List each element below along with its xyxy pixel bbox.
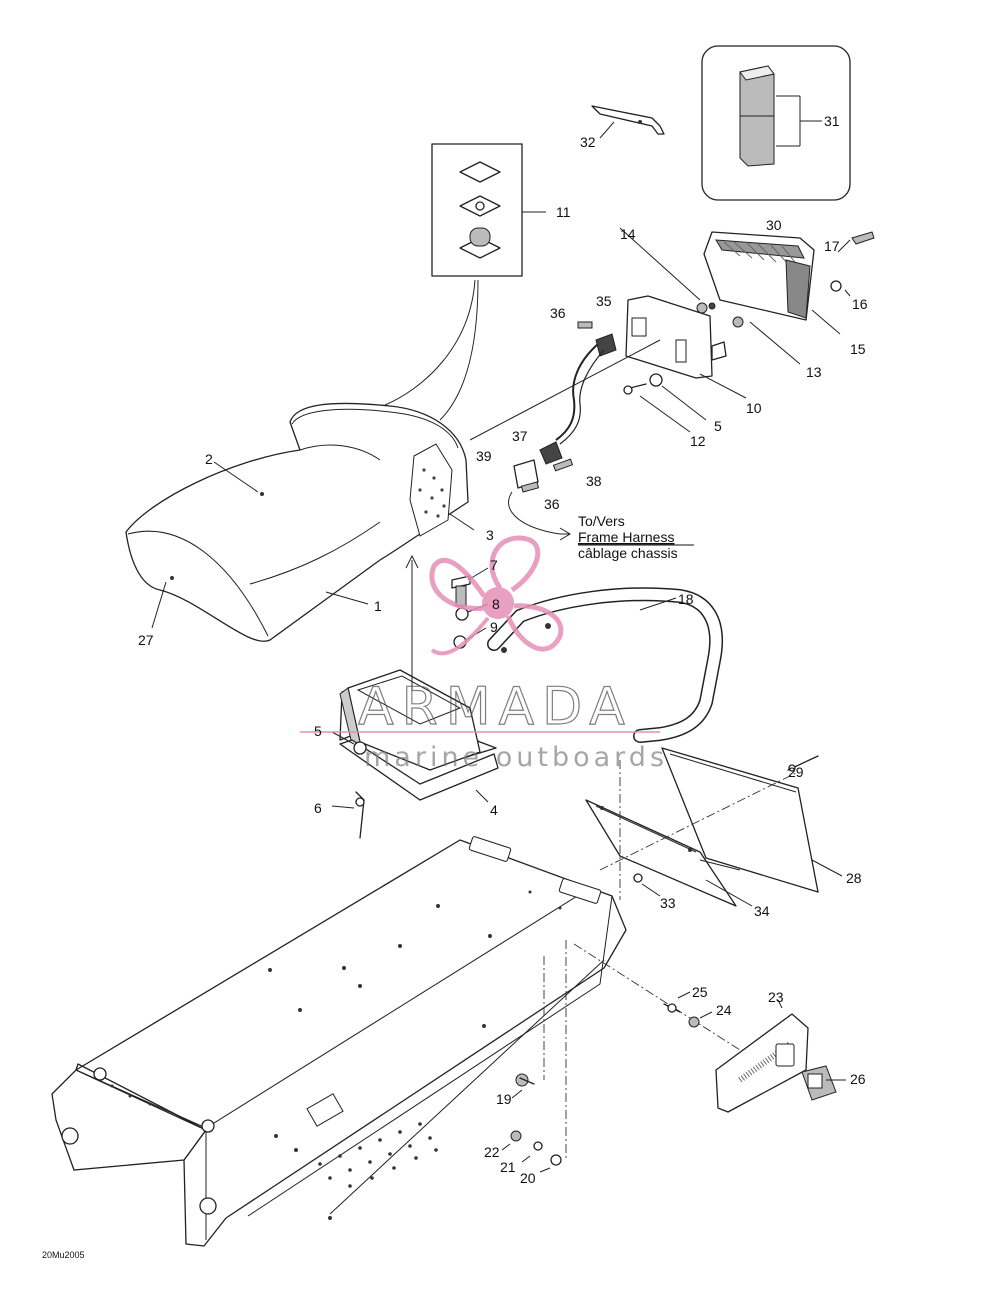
callout-15: 15: [850, 341, 866, 357]
tunnel-frame: [51, 836, 741, 1247]
callout-35: 35: [596, 293, 612, 309]
callout-8: 8: [492, 596, 500, 612]
tray-4: [331, 554, 499, 839]
callout-29: 29: [788, 764, 804, 780]
callout-13: 13: [806, 364, 822, 380]
taillight-assembly: [469, 227, 875, 441]
harness-note-line2: Frame Harness: [578, 529, 674, 545]
wiring-harness: [508, 321, 617, 541]
callout-26: 26: [850, 1071, 866, 1087]
strap-32: [591, 105, 665, 139]
drawing-code: 20Mu2005: [42, 1250, 85, 1260]
callout-31: 31: [824, 113, 840, 129]
callout-12: 12: [690, 433, 706, 449]
watermark-brand: ARMADA: [358, 677, 633, 737]
watermark-tagline: marine outboards: [364, 742, 668, 773]
callout-22: 22: [484, 1144, 500, 1160]
callout-labels: 1 2 3 4 5 5 6 7 8 9 10 11 12 13 14 15 16…: [138, 113, 868, 1186]
callout-5-top: 5: [714, 418, 722, 434]
callout-3: 3: [486, 527, 494, 543]
callout-11: 11: [556, 204, 571, 220]
detail-box-11: [384, 143, 546, 421]
propeller-logo-icon: [429, 535, 564, 656]
callout-14: 14: [620, 226, 636, 242]
callout-2: 2: [205, 451, 213, 467]
callout-9: 9: [490, 619, 498, 635]
callout-21: 21: [500, 1159, 516, 1175]
callout-18: 18: [678, 591, 694, 607]
callout-19: 19: [496, 1091, 512, 1107]
callout-32: 32: [580, 134, 596, 150]
harness-note: To/Vers Frame Harness câblage chassis: [578, 513, 694, 561]
callout-16: 16: [852, 296, 868, 312]
callout-30: 30: [766, 217, 782, 233]
callout-4: 4: [490, 802, 498, 818]
callout-1: 1: [374, 598, 382, 614]
callout-23: 23: [768, 989, 784, 1005]
seat-1: [125, 402, 475, 642]
callout-28: 28: [846, 870, 862, 886]
grab-handle-18: [487, 587, 724, 743]
callout-24: 24: [716, 1002, 732, 1018]
callout-25: 25: [692, 984, 708, 1000]
harness-note-line1: To/Vers: [578, 513, 625, 529]
callout-20: 20: [520, 1170, 536, 1186]
watermark: ARMADA marine outboards: [300, 535, 668, 773]
harness-note-line3: câblage chassis: [578, 545, 678, 561]
plates-28-34: [585, 747, 843, 907]
callout-6: 6: [314, 800, 322, 816]
callout-10: 10: [746, 400, 762, 416]
detail-box-30: [701, 45, 851, 201]
callout-39: 39: [476, 448, 492, 464]
callout-17: 17: [824, 238, 840, 254]
callout-7: 7: [490, 557, 498, 573]
callout-34: 34: [754, 903, 770, 919]
guard-23-and-hardware: [501, 991, 846, 1173]
callout-33: 33: [660, 895, 676, 911]
callout-27: 27: [138, 632, 154, 648]
callout-5-left: 5: [314, 723, 322, 739]
callout-38: 38: [586, 473, 602, 489]
callout-36-bottom: 36: [544, 496, 560, 512]
callout-37: 37: [512, 428, 528, 444]
callout-36-top: 36: [550, 305, 566, 321]
